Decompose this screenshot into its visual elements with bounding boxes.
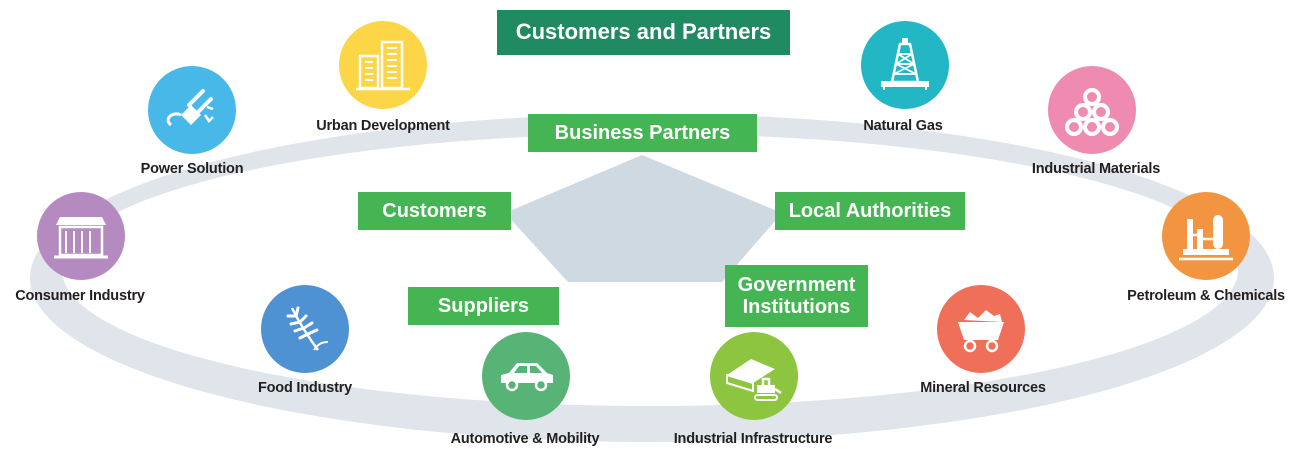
urban-development-node xyxy=(339,21,427,109)
food-industry-label: Food Industry xyxy=(257,380,353,396)
pipes-icon xyxy=(1065,88,1119,136)
automotive-mobility-node xyxy=(482,332,570,420)
store-icon xyxy=(54,217,108,259)
ore-cart-icon xyxy=(958,310,1004,353)
stakeholder-pentagon xyxy=(505,155,782,282)
government-institutions-badge: Government Institutions xyxy=(725,265,868,327)
industrial-materials-node xyxy=(1048,66,1136,154)
urban-development-label: Urban Development xyxy=(316,118,450,134)
page-title: Customers and Partners xyxy=(497,10,790,55)
mineral-resources-label: Mineral Resources xyxy=(920,380,1046,396)
industrial-infrastructure-label: Industrial Infrastructure xyxy=(673,431,833,447)
power-solution-node xyxy=(148,66,236,154)
consumer-industry-node xyxy=(37,192,125,280)
factory-bulldozer-icon xyxy=(726,359,782,401)
plug-icon xyxy=(166,89,214,127)
petroleum-chemicals-node xyxy=(1162,192,1250,280)
food-industry-node xyxy=(261,285,349,373)
power-solution-label: Power Solution xyxy=(140,161,244,177)
consumer-industry-label: Consumer Industry xyxy=(15,288,145,304)
suppliers-badge: Suppliers xyxy=(408,287,559,325)
local-authorities-badge: Local Authorities xyxy=(775,192,965,230)
refinery-icon xyxy=(1179,215,1233,261)
natural-gas-node xyxy=(861,21,949,109)
wheat-icon xyxy=(286,306,329,351)
automotive-mobility-label: Automotive & Mobility xyxy=(450,431,600,447)
buildings-icon xyxy=(356,40,410,91)
industrial-infrastructure-node xyxy=(710,332,798,420)
mineral-resources-node xyxy=(937,285,1025,373)
drilling-rig-icon xyxy=(881,38,929,90)
petroleum-chemicals-label: Petroleum & Chemicals xyxy=(1127,288,1285,304)
natural-gas-label: Natural Gas xyxy=(863,118,943,134)
customers-badge: Customers xyxy=(358,192,511,230)
car-icon xyxy=(501,363,553,392)
industrial-materials-label: Industrial Materials xyxy=(1031,161,1161,177)
business-partners-badge: Business Partners xyxy=(528,114,757,152)
